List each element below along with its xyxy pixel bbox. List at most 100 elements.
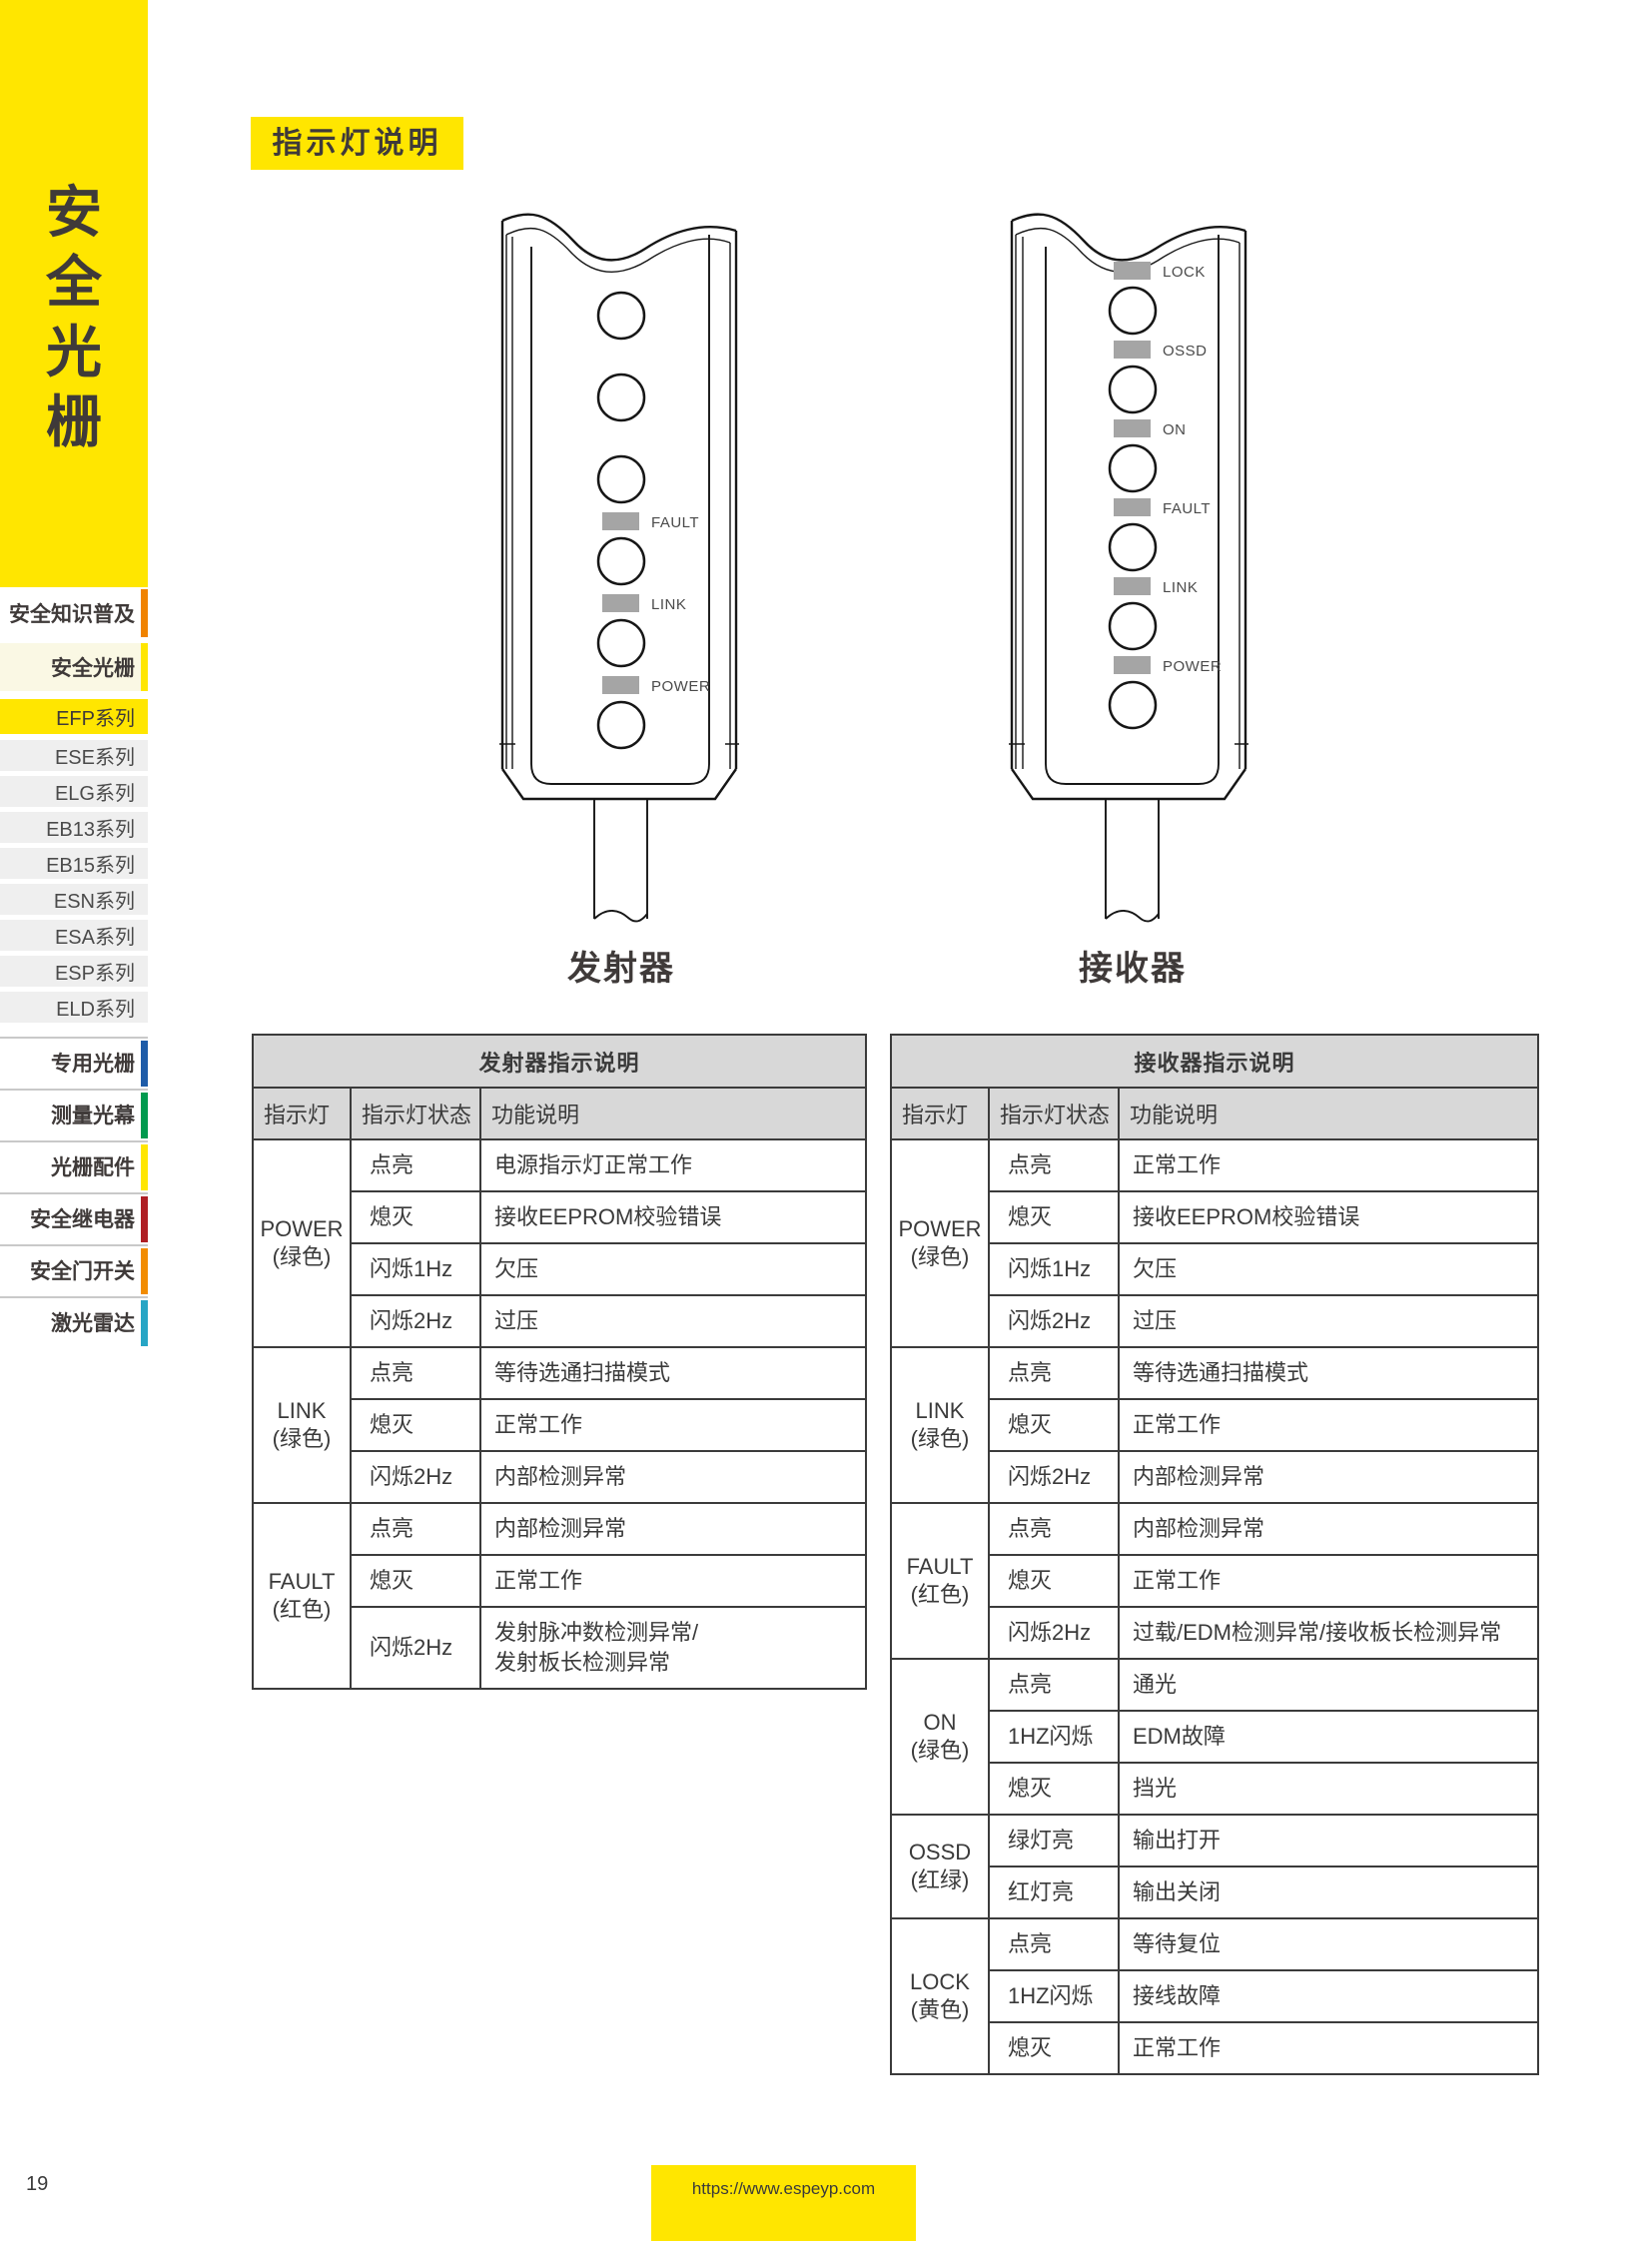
led-label: ON (1163, 421, 1187, 438)
table-row: 熄灭接收EEPROM校验错误 (253, 1190, 867, 1244)
led-lamp (596, 291, 646, 341)
indicator-state-cell: 点亮 (350, 1502, 481, 1556)
table-row: 熄灭正常工作 (891, 2021, 1539, 2075)
indicator-state-cell: 点亮 (350, 1346, 481, 1400)
function-description-cell: 内部检测异常 (479, 1450, 867, 1504)
sidebar-item-color-bar (141, 1041, 148, 1087)
led-label: OSSD (1163, 343, 1208, 360)
indicator-state-cell: 闪烁2Hz (988, 1450, 1120, 1504)
sidebar-series-nav: ESE系列 ELG系列 EB13系列 EB15系列 ESN系列 ESA系列 ESP系列 ELD… (0, 740, 148, 1028)
page-number: 19 (26, 2173, 49, 2195)
footer-url: https://www.espeyp.com (691, 2179, 876, 2198)
table-title: 发射器指示说明 (252, 1034, 867, 1089)
section-title: 指示灯说明 (251, 117, 463, 170)
led-label: POWER (651, 678, 710, 695)
indicator-color: (红色) (910, 1582, 970, 1607)
indicator-state-cell: 熄灭 (350, 1554, 481, 1608)
indicator-name: LOCK (910, 1969, 970, 1994)
led-lamp (1108, 601, 1158, 651)
table-row: 熄灭正常工作 (253, 1554, 867, 1608)
sidebar-item-安全知识普及[interactable]: 安全知识普及 (0, 589, 148, 637)
sidebar-item-ELD系列[interactable]: ELD系列 (0, 992, 148, 1023)
table-title: 接收器指示说明 (890, 1034, 1539, 1089)
sidebar-item-label: ELG系列 (54, 783, 135, 805)
sidebar-item-label: 安全光栅 (51, 657, 135, 680)
led-tag-fault (1114, 498, 1151, 516)
sidebar-item-ESP系列[interactable]: ESP系列 (0, 956, 148, 987)
indicator-state-cell: 闪烁2Hz (988, 1606, 1120, 1660)
table-row: POWER(绿色)点亮电源指示灯正常工作 (252, 1138, 867, 1348)
indicator-name-cell: POWER(绿色) (890, 1138, 990, 1348)
table-row: 熄灭正常工作 (253, 1398, 867, 1452)
function-description-cell: 接线故障 (1118, 1969, 1539, 2023)
led-lamp (1108, 443, 1158, 493)
function-description-cell: 发射脉冲数检测异常/ 发射板长检测异常 (479, 1606, 867, 1690)
led-label: LINK (1163, 579, 1198, 596)
function-description-cell: 内部检测异常 (479, 1502, 867, 1556)
function-description-cell: 接收EEPROM校验错误 (479, 1190, 867, 1244)
function-description-cell: 通光 (1118, 1658, 1539, 1712)
column-header: 功能说明 (1118, 1087, 1539, 1140)
led-label: POWER (1163, 658, 1222, 675)
indicator-name-cell: POWER(绿色) (252, 1138, 352, 1348)
sidebar-item-EB15系列[interactable]: EB15系列 (0, 848, 148, 879)
table-row: LINK(绿色)点亮等待选通扫描模式 (890, 1346, 1539, 1504)
indicator-state-cell: 熄灭 (988, 1554, 1120, 1608)
sidebar-item-ESE系列[interactable]: ESE系列 (0, 740, 148, 771)
sidebar-item-ESN系列[interactable]: ESN系列 (0, 884, 148, 915)
function-description-cell: 正常工作 (1118, 1138, 1539, 1192)
indicator-color: (黄色) (910, 1997, 970, 2022)
indicator-name: LINK (277, 1398, 327, 1423)
sidebar-item-label: 安全门开关 (30, 1260, 135, 1283)
table-row: 熄灭正常工作 (891, 1398, 1539, 1452)
table-row: 熄灭接收EEPROM校验错误 (891, 1190, 1539, 1244)
indicator-name-cell: LINK(绿色) (890, 1346, 990, 1504)
sidebar-item-efp-series-active[interactable]: EFP系列 (0, 699, 148, 734)
column-header: 功能说明 (479, 1087, 867, 1140)
indicator-state-cell: 点亮 (988, 1917, 1120, 1971)
led-tag-power (1114, 656, 1151, 674)
indicator-color: (红绿) (910, 1868, 970, 1892)
sidebar-brand-block: 安全光栅 (0, 0, 148, 587)
table-row: LINK(绿色)点亮等待选通扫描模式 (252, 1346, 867, 1504)
table-row: ON(绿色)点亮通光 (890, 1658, 1539, 1816)
indicator-name: LINK (915, 1398, 965, 1423)
function-description-cell: 正常工作 (479, 1554, 867, 1608)
indicator-name-cell: FAULT(红色) (890, 1502, 990, 1660)
sidebar-item-label: ESP系列 (54, 963, 135, 985)
footer-url-box[interactable]: https://www.espeyp.com (651, 2165, 916, 2241)
led-lamp (1108, 286, 1158, 336)
indicator-color: (红色) (272, 1597, 332, 1622)
sidebar-item-安全门开关[interactable]: 安全门开关 (0, 1244, 148, 1294)
sidebar-item-ESA系列[interactable]: ESA系列 (0, 920, 148, 951)
indicator-state-cell: 红灯亮 (988, 1866, 1120, 1919)
sidebar-item-color-bar (141, 1144, 148, 1190)
sidebar-item-专用光栅[interactable]: 专用光栅 (0, 1037, 148, 1087)
sidebar-item-安全继电器[interactable]: 安全继电器 (0, 1192, 148, 1242)
function-description-cell: 等待复位 (1118, 1917, 1539, 1971)
sidebar-item-测量光幕[interactable]: 测量光幕 (0, 1089, 148, 1138)
sidebar-item-ELG系列[interactable]: ELG系列 (0, 776, 148, 807)
function-description-cell: 输出打开 (1118, 1814, 1539, 1868)
sidebar-item-EB13系列[interactable]: EB13系列 (0, 812, 148, 843)
indicator-state-cell: 闪烁1Hz (350, 1242, 481, 1296)
sidebar-item-安全光栅[interactable]: 安全光栅 (0, 643, 148, 691)
sidebar-item-光栅配件[interactable]: 光栅配件 (0, 1140, 148, 1190)
sidebar-item-激光雷达[interactable]: 激光雷达 (0, 1296, 148, 1346)
indicator-state-cell: 闪烁2Hz (350, 1606, 481, 1690)
function-description-cell: EDM故障 (1118, 1710, 1539, 1764)
indicator-name: OSSD (908, 1840, 972, 1865)
led-tag-link (602, 594, 639, 612)
column-header: 指示灯状态 (350, 1087, 481, 1140)
led-tag-ossd (1114, 341, 1151, 359)
led-lamp (596, 700, 646, 750)
indicator-color: (绿色) (272, 1244, 332, 1269)
